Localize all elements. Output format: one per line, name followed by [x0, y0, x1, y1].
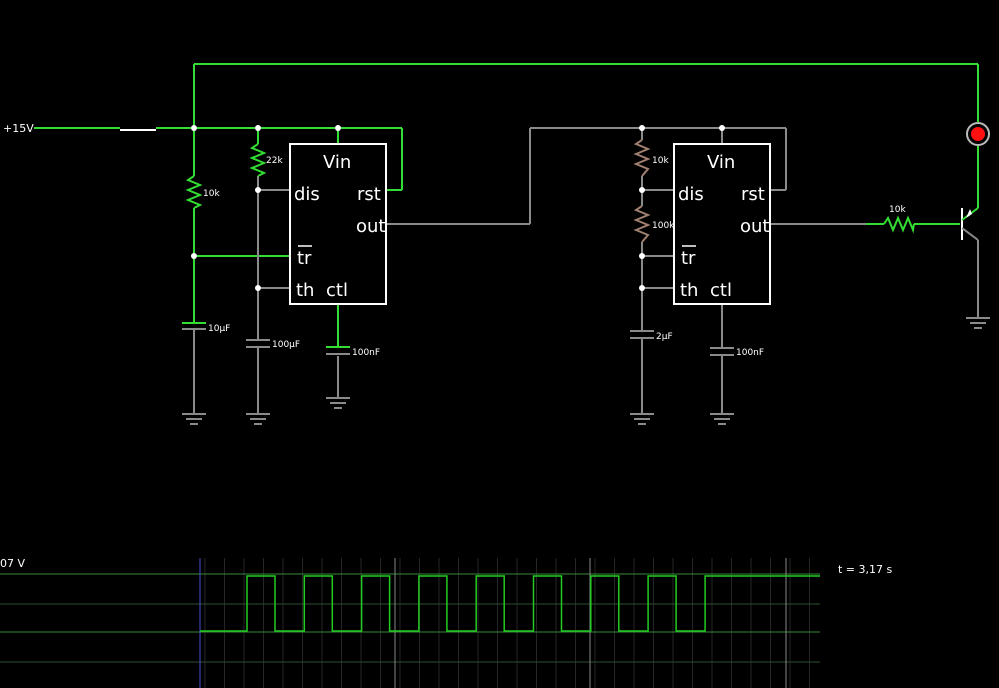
- c100nf-2-label: 100nF: [736, 348, 764, 358]
- r22k-label: 22k: [266, 156, 283, 166]
- timer1-chip[interactable]: Vin dis rst out tr th ctl: [289, 143, 387, 305]
- ground-icon: [630, 413, 654, 425]
- timer2-chip[interactable]: Vin dis rst out tr th ctl: [673, 143, 771, 305]
- resistor-base-10k[interactable]: [883, 215, 915, 234]
- timer1-th-label: th: [296, 280, 314, 301]
- timer1-ctl-label: ctl: [326, 280, 348, 301]
- timer1-tr-label: tr: [297, 248, 312, 269]
- timer2-rst-label: rst: [741, 184, 765, 205]
- supply-label: +15V: [3, 122, 34, 135]
- idle-wires: [193, 127, 979, 414]
- scope-axes: [0, 558, 820, 688]
- timer2-out-label: out: [740, 216, 769, 237]
- timer1-dis-label: dis: [294, 184, 320, 205]
- active-wires: [34, 63, 979, 346]
- timer2-ctl-label: ctl: [710, 280, 732, 301]
- resistor-10k-left[interactable]: [185, 175, 203, 209]
- resistor-100k-timer2[interactable]: [633, 205, 651, 243]
- scope-voltage-label: 07 V: [0, 557, 25, 570]
- ground-icon: [246, 413, 270, 425]
- r-base-label: 10k: [889, 205, 906, 215]
- npn-transistor[interactable]: [961, 207, 979, 241]
- capacitor-10uf[interactable]: [182, 322, 206, 330]
- ground-icon: [966, 317, 990, 329]
- capacitor-100nf-2[interactable]: [710, 347, 734, 356]
- ground-icon: [710, 413, 734, 425]
- resistor-22k[interactable]: [249, 143, 267, 177]
- scope-panel[interactable]: 07 V t = 3,17 s: [0, 557, 893, 688]
- timer1-out-label: out: [356, 216, 385, 237]
- c100nf-1-label: 100nF: [352, 348, 380, 358]
- capacitor-100nf-1[interactable]: [326, 346, 350, 355]
- r10k-left-label: 10k: [203, 189, 220, 199]
- c2uf-label: 2µF: [656, 332, 673, 342]
- r100k-label: 100k: [652, 221, 675, 231]
- scope-time-label: t = 3,17 s: [838, 563, 893, 576]
- resistor-10k-timer2[interactable]: [633, 139, 651, 177]
- timer1-rst-label: rst: [357, 184, 381, 205]
- r10k-timer2-label: 10k: [652, 156, 669, 166]
- timer2-th-label: th: [680, 280, 698, 301]
- c100uf-label: 100µF: [272, 340, 300, 350]
- ground-icon: [326, 397, 350, 409]
- timer2-tr-label: tr: [681, 248, 696, 269]
- ground-icon: [182, 413, 206, 425]
- timer2-dis-label: dis: [678, 184, 704, 205]
- scope-grid: [204, 558, 810, 688]
- timer1-vin-label: Vin: [323, 152, 351, 173]
- scope-trace: [200, 575, 820, 632]
- node-dots: [191, 125, 725, 291]
- led-indicator[interactable]: [966, 122, 990, 146]
- timer2-vin-label: Vin: [707, 152, 735, 173]
- ground-icons: [182, 317, 990, 425]
- capacitor-2uf[interactable]: [630, 330, 654, 339]
- capacitor-100uf[interactable]: [246, 339, 270, 348]
- c10uf-label: 10µF: [208, 324, 230, 334]
